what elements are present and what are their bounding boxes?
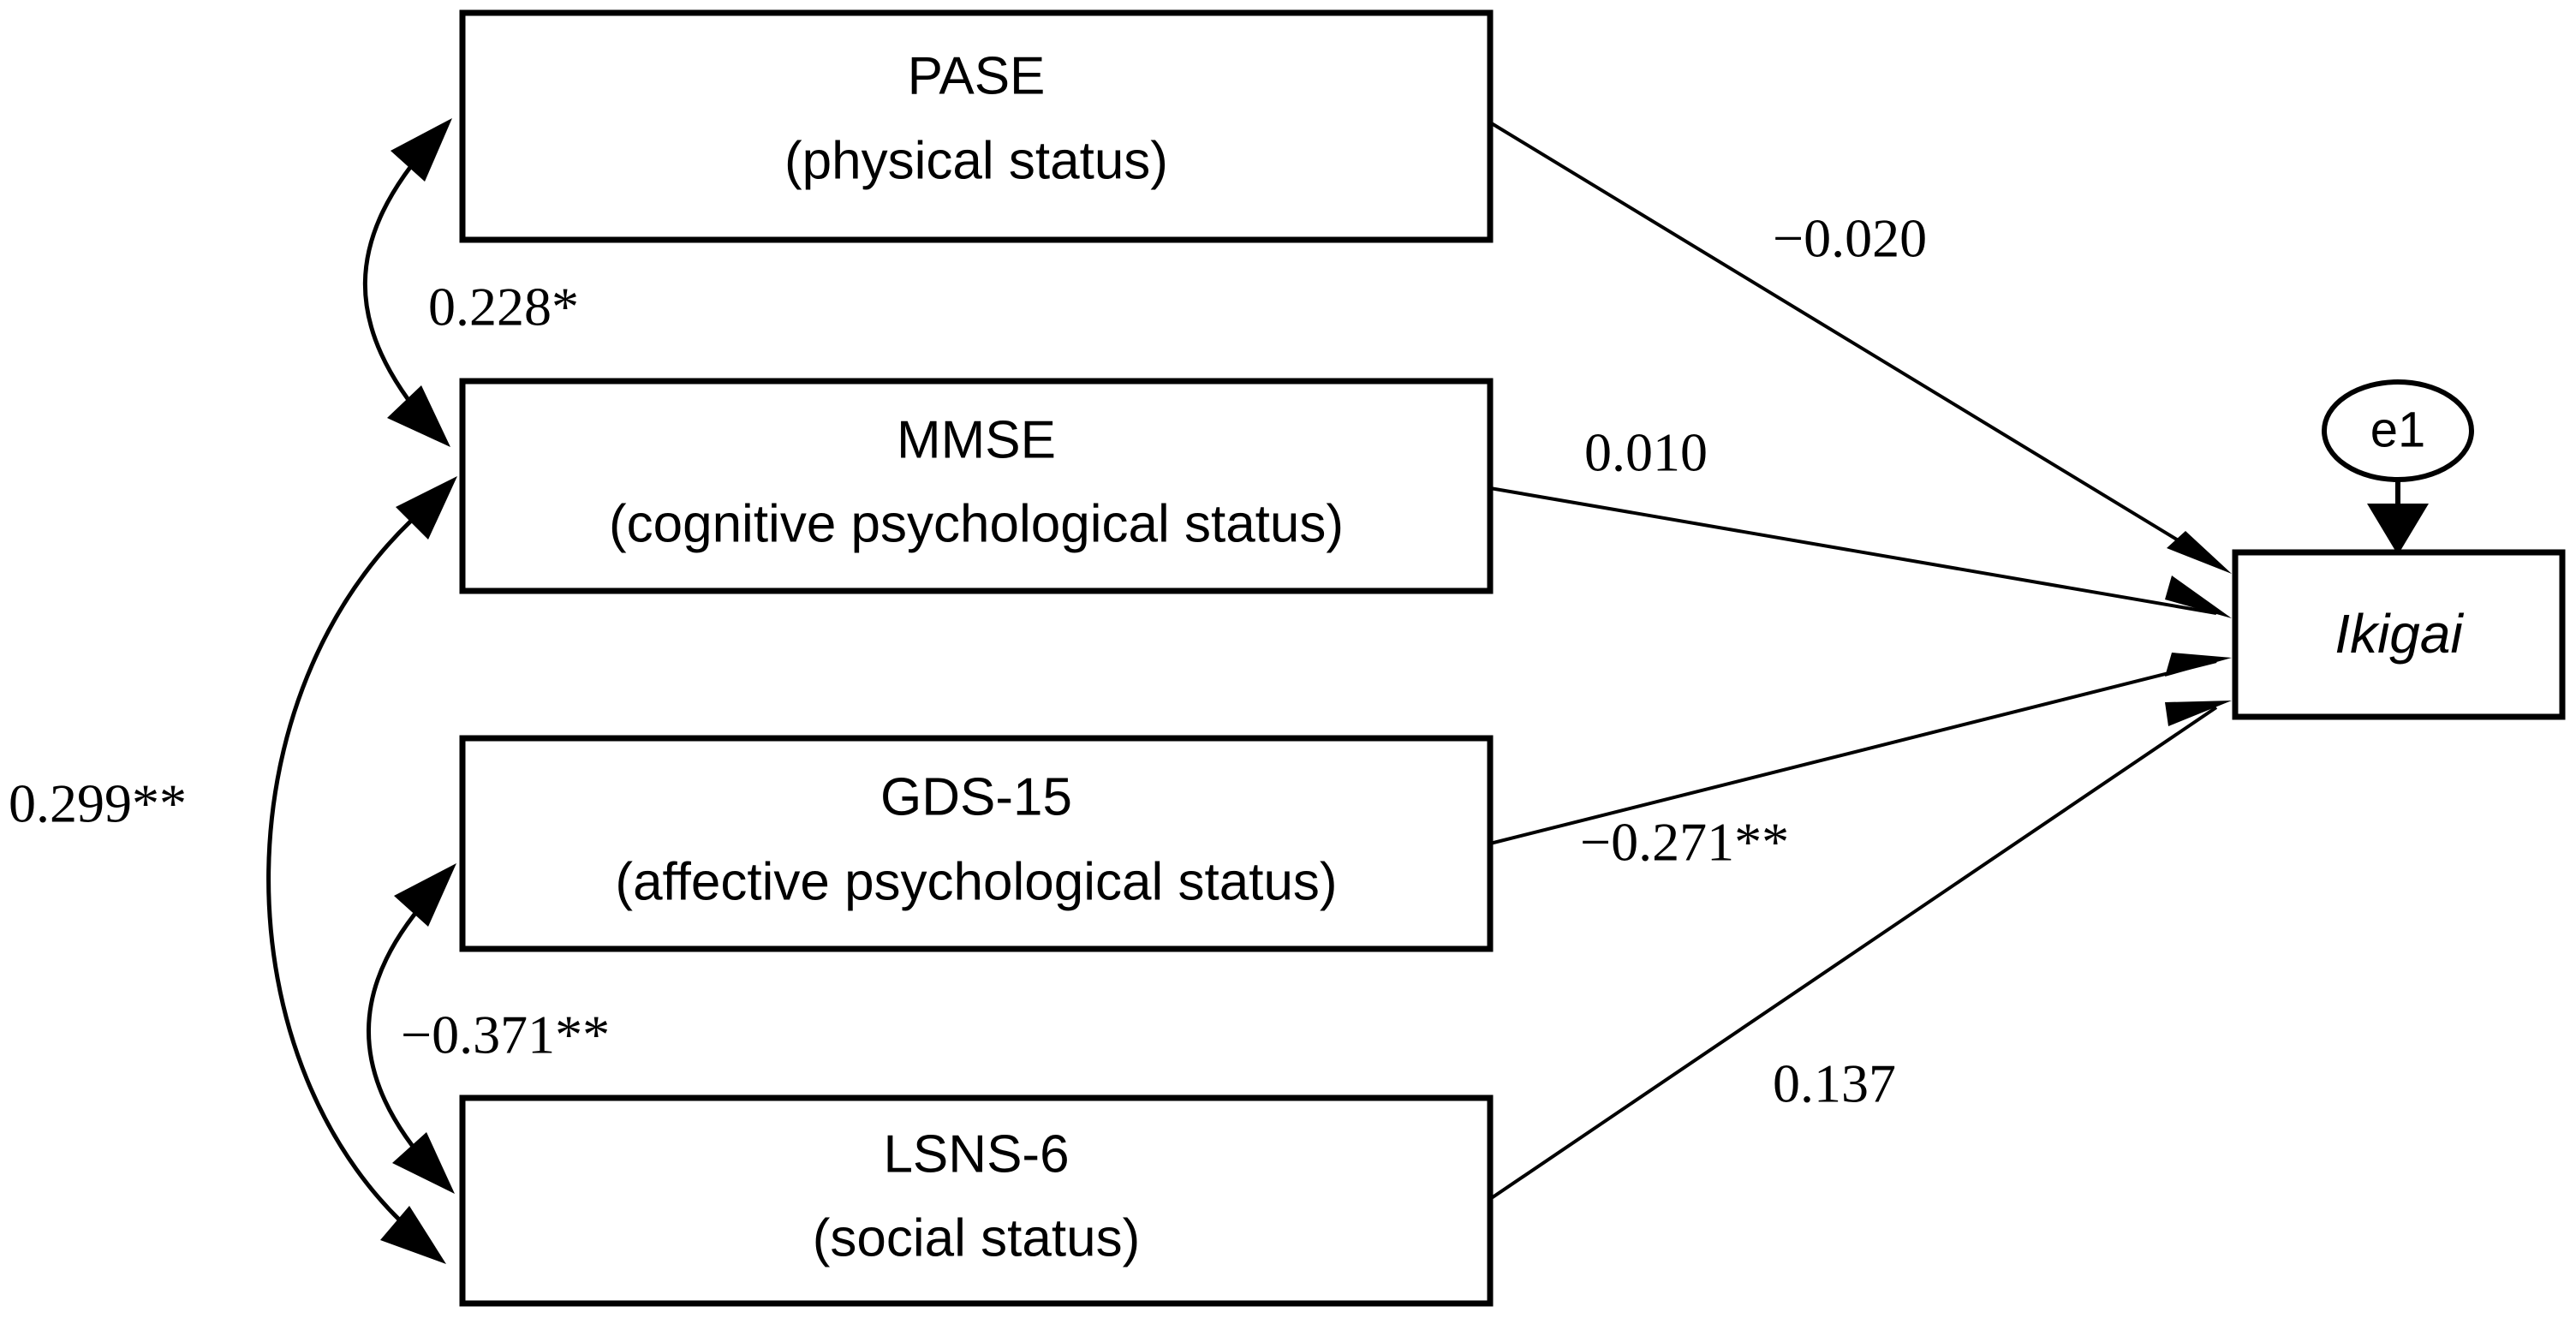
correlation-gds15-lsns6: −0.371** xyxy=(367,863,610,1194)
arrowhead-correlation-lsns6-lower xyxy=(380,1206,446,1264)
node-title-ikigai: Ikigai xyxy=(2334,603,2464,665)
arrowhead-pase-ikigai xyxy=(2167,531,2232,574)
correlation-mmse-lsns6: 0.299** xyxy=(9,476,457,1264)
node-ikigai[interactable]: Ikigai xyxy=(2232,549,2566,720)
node-lsns6[interactable]: LSNS-6 (social status) xyxy=(459,1094,1494,1307)
arrowhead-lsns6-ikigai xyxy=(2165,701,2232,726)
node-title-pase: PASE xyxy=(908,46,1046,105)
node-box-pase[interactable] xyxy=(459,9,1494,243)
node-box-lsns6[interactable] xyxy=(459,1094,1494,1307)
node-gds15[interactable]: GDS-15 (affective psychological status) xyxy=(459,735,1494,952)
node-subtitle-lsns6: (social status) xyxy=(813,1208,1140,1267)
arrowhead-gds15-ikigai xyxy=(2165,653,2232,677)
node-mmse[interactable]: MMSE (cognitive psychological status) xyxy=(459,378,1494,594)
node-title-mmse: MMSE xyxy=(897,410,1056,469)
node-box-gds15[interactable] xyxy=(459,735,1494,952)
node-title-gds15: GDS-15 xyxy=(880,767,1072,826)
node-title-e1: e1 xyxy=(2370,402,2426,457)
correlation-pase-mmse: 0.228* xyxy=(362,118,579,447)
path-pase-to-ikigai: −0.020 xyxy=(1488,121,2232,574)
node-pase[interactable]: PASE (physical status) xyxy=(459,9,1494,243)
path-line-mmse-ikigai xyxy=(1489,486,2217,615)
correlation-curve-pase-mmse xyxy=(362,135,437,430)
node-subtitle-pase: (physical status) xyxy=(784,131,1168,190)
path-line-pase-ikigai xyxy=(1488,121,2218,565)
arrowhead-mmse-ikigai xyxy=(2165,576,2232,618)
node-subtitle-mmse: (cognitive psychological status) xyxy=(609,494,1344,553)
arrowhead-error-ikigai xyxy=(2367,504,2429,555)
path-error-to-ikigai xyxy=(2367,480,2429,555)
node-box-mmse[interactable] xyxy=(459,378,1494,594)
node-box-ikigai[interactable] xyxy=(2232,549,2566,720)
coefficient-lsns6-ikigai: 0.137 xyxy=(1773,1053,1896,1114)
correlation-curve-gds15-lsns6 xyxy=(367,885,440,1175)
path-line-gds15-ikigai xyxy=(1489,659,2217,845)
coefficient-pase-mmse: 0.228* xyxy=(428,277,579,337)
coefficient-mmse-ikigai: 0.010 xyxy=(1584,422,1708,483)
node-error-e1[interactable]: e1 xyxy=(2322,379,2474,482)
arrowhead-correlation-mmse-upper xyxy=(387,385,450,447)
node-subtitle-gds15: (affective psychological status) xyxy=(615,852,1337,911)
path-lsns6-to-ikigai: 0.137 xyxy=(1488,701,2232,1201)
node-ellipse-e1[interactable] xyxy=(2322,379,2474,482)
coefficient-gds15-ikigai: −0.271** xyxy=(1580,812,1789,873)
correlation-curve-mmse-lsns6 xyxy=(266,495,440,1245)
coefficient-gds15-lsns6: −0.371** xyxy=(401,1005,610,1065)
arrowhead-correlation-pase xyxy=(391,118,452,182)
path-mmse-to-ikigai: 0.010 xyxy=(1489,422,2232,618)
arrowhead-correlation-mmse-lower xyxy=(396,476,457,540)
arrowhead-correlation-lsns6-upper xyxy=(392,1132,455,1194)
node-title-lsns6: LSNS-6 xyxy=(883,1124,1069,1184)
path-gds15-to-ikigai: −0.271** xyxy=(1489,653,2232,873)
arrowhead-correlation-gds15 xyxy=(394,863,456,927)
coefficient-pase-ikigai: −0.020 xyxy=(1773,208,1927,269)
coefficient-mmse-lsns6: 0.299** xyxy=(9,773,187,834)
path-line-lsns6-ikigai xyxy=(1488,706,2218,1201)
